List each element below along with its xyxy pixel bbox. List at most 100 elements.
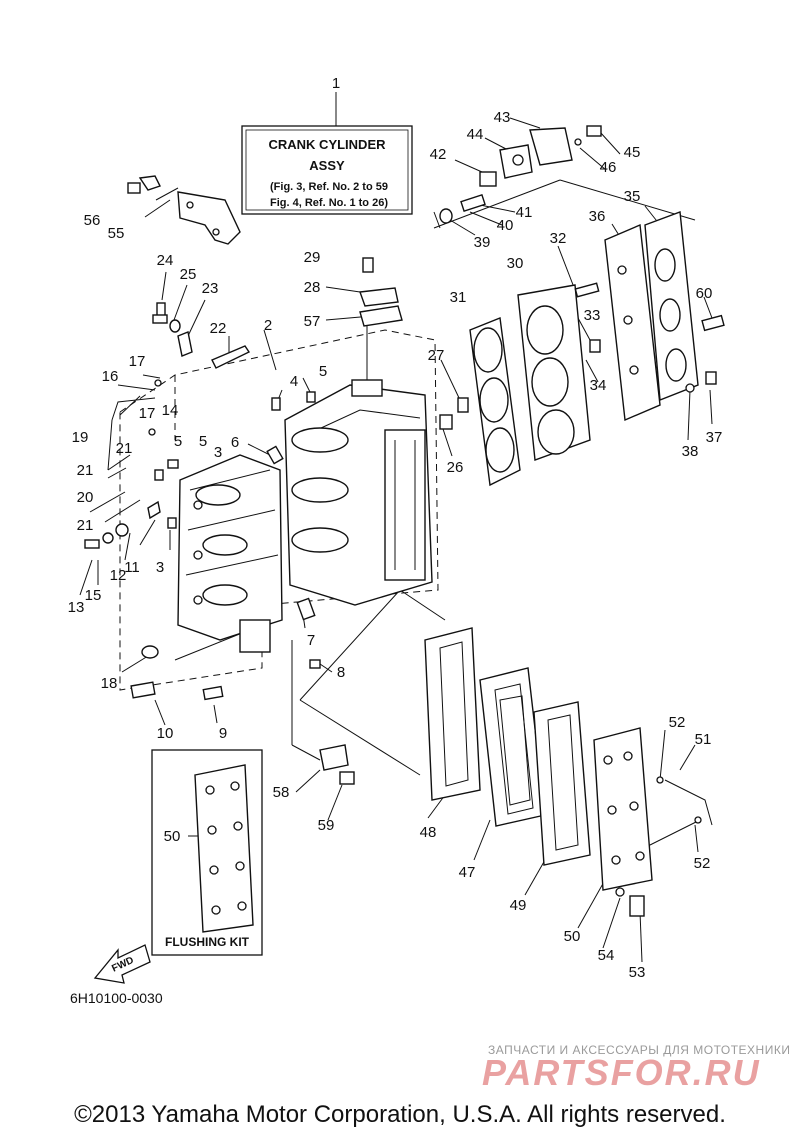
- callout-35: 35: [624, 188, 641, 205]
- callout-36: 36: [589, 208, 606, 225]
- callout-58: 58: [273, 784, 290, 801]
- callout-39: 39: [474, 234, 491, 251]
- title-line-3: (Fig. 3, Ref. No. 2 to 59: [270, 181, 388, 193]
- callout-4: 4: [290, 373, 298, 390]
- callout-50a: 50: [164, 828, 181, 845]
- callout-21a: 21: [77, 462, 94, 479]
- flushing-kit-label: FLUSHING KIT: [165, 935, 250, 949]
- thermostat-group: [439, 125, 602, 224]
- callout-15: 15: [85, 587, 102, 604]
- callout-44: 44: [467, 126, 484, 143]
- title-line-4: Fig. 4, Ref. No. 1 to 26): [270, 197, 388, 209]
- callout-33: 33: [584, 307, 601, 324]
- callout-34: 34: [590, 377, 607, 394]
- flushing-kit-box: FLUSHING KIT: [151, 749, 263, 956]
- callout-56: 56: [84, 212, 101, 229]
- small-parts-left: [84, 459, 224, 701]
- clamp-28: [359, 257, 403, 327]
- callout-3b: 3: [156, 559, 164, 576]
- gasket-48: [424, 627, 481, 801]
- gasket-49: [533, 701, 591, 866]
- callout-52a: 52: [669, 714, 686, 731]
- title-line-1: CRANK CYLINDER: [269, 137, 387, 152]
- cylinder-block-left: [177, 454, 283, 653]
- small-fasteners-left-top: [152, 302, 251, 369]
- callout-10: 10: [157, 725, 174, 742]
- callout-51: 51: [695, 731, 712, 748]
- bracket-58: [319, 744, 355, 785]
- callout-18: 18: [101, 675, 118, 692]
- callout-42: 42: [430, 146, 447, 163]
- callout-49: 49: [510, 897, 527, 914]
- hose-51: [656, 776, 713, 826]
- callout-3a: 3: [214, 444, 222, 461]
- callout-40: 40: [497, 217, 514, 234]
- callout-21b: 21: [77, 517, 94, 534]
- callout-22: 22: [210, 320, 227, 337]
- callout-32: 32: [550, 230, 567, 247]
- callout-46: 46: [600, 159, 617, 176]
- head-cover-gasket-36: [604, 223, 661, 422]
- cylinder-head-30: [517, 282, 601, 461]
- callout-41: 41: [516, 204, 533, 221]
- callout-17b: 17: [139, 405, 156, 422]
- watermark-brand: PARTSFOR.RU: [482, 1052, 761, 1093]
- callout-13: 13: [68, 599, 85, 616]
- leader-lines: [79, 117, 713, 963]
- callout-47: 47: [459, 864, 476, 881]
- callout-55: 55: [108, 225, 125, 242]
- callout-28: 28: [304, 279, 321, 296]
- title-box: CRANK CYLINDER ASSY (Fig. 3, Ref. No. 2 …: [241, 125, 413, 215]
- callout-2: 2: [264, 317, 272, 334]
- callout-57: 57: [304, 313, 321, 330]
- callout-5b: 5: [199, 433, 207, 450]
- bracket-55: [127, 175, 241, 245]
- head-cover-35: [644, 211, 699, 401]
- callout-16: 16: [102, 368, 119, 385]
- callout-30: 30: [507, 255, 524, 272]
- small-parts-center: [266, 391, 469, 669]
- callout-12: 12: [110, 567, 127, 584]
- copyright-notice: ©2013 Yamaha Motor Corporation, U.S.A. A…: [74, 1101, 726, 1128]
- spark-plug-60: [685, 314, 725, 393]
- callout-45: 45: [624, 144, 641, 161]
- crankcase-center: [284, 379, 433, 606]
- callout-53: 53: [629, 964, 646, 981]
- drawing-code: 6H10100-0030: [70, 990, 163, 1006]
- callout-8: 8: [337, 664, 345, 681]
- callout-5a: 5: [319, 363, 327, 380]
- callout-52b: 52: [694, 855, 711, 872]
- callout-54: 54: [598, 947, 615, 964]
- callout-24: 24: [157, 252, 174, 269]
- callout-38: 38: [682, 443, 699, 460]
- callout-37: 37: [706, 429, 723, 446]
- hose-16: [107, 379, 162, 471]
- callout-25: 25: [180, 266, 197, 283]
- callout-19: 19: [72, 429, 89, 446]
- fwd-arrow: FWD: [93, 944, 151, 984]
- exhaust-cover-50: [593, 727, 653, 917]
- watermark-caption: ЗАПЧАСТИ И АКСЕССУАРЫ ДЛЯ МОТОТЕХНИКИ: [488, 1043, 791, 1057]
- callout-5c: 5: [174, 433, 182, 450]
- callout-27: 27: [428, 347, 445, 364]
- callout-59: 59: [318, 817, 335, 834]
- title-line-2: ASSY: [309, 158, 345, 173]
- callout-48: 48: [420, 824, 437, 841]
- callout-17a: 17: [129, 353, 146, 370]
- callout-50b: 50: [564, 928, 581, 945]
- callout-9: 9: [219, 725, 227, 742]
- callout-1: 1: [332, 75, 340, 92]
- callout-14: 14: [162, 402, 179, 419]
- callout-7: 7: [307, 632, 315, 649]
- callout-26: 26: [447, 459, 464, 476]
- callout-11: 11: [124, 559, 140, 576]
- callout-29: 29: [304, 249, 321, 266]
- callout-43: 43: [494, 109, 511, 126]
- callout-31: 31: [450, 289, 467, 306]
- callout-60: 60: [696, 285, 713, 302]
- callout-23: 23: [202, 280, 219, 297]
- callout-20: 20: [77, 489, 94, 506]
- assembly-outline: [119, 329, 439, 691]
- exhaust-inner-cover-47: [479, 667, 546, 827]
